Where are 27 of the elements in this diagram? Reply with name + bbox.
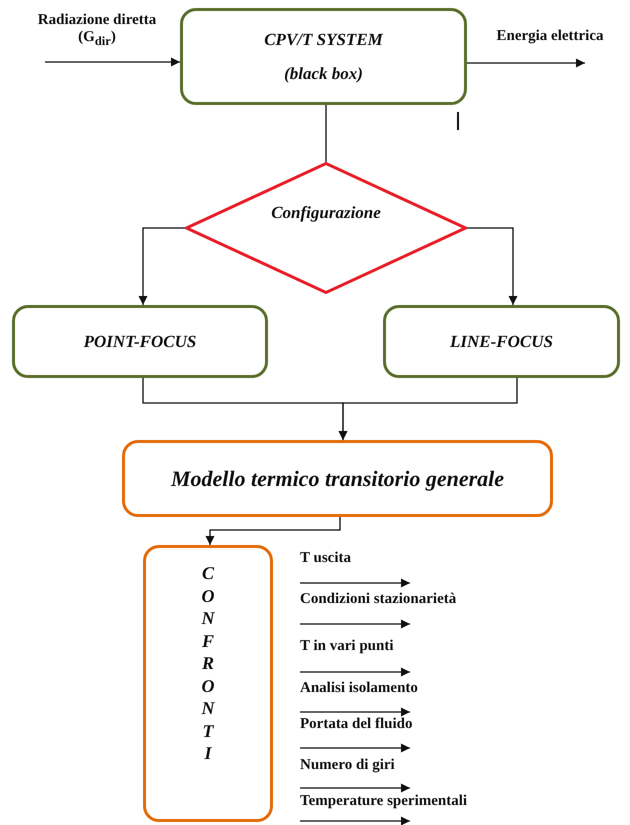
box-text: POINT-FOCUS bbox=[84, 332, 196, 352]
output-label: T uscita bbox=[300, 550, 351, 567]
edge-label: Energia elettrica bbox=[495, 28, 605, 45]
connector-arrow bbox=[206, 517, 341, 545]
output-label: T in vari punti bbox=[300, 638, 394, 655]
connector-arrow bbox=[467, 227, 518, 305]
process-box bbox=[180, 8, 467, 105]
connector-arrow bbox=[138, 227, 185, 305]
box-text: (black box) bbox=[284, 64, 363, 84]
output-label: Condizioni stazionarietà bbox=[300, 591, 456, 608]
process-box bbox=[122, 440, 553, 517]
connector-arrow bbox=[45, 58, 180, 66]
output-label: Temperature sperimentali bbox=[300, 793, 468, 810]
output-label: Portata del fluido bbox=[300, 716, 412, 733]
vertical-text: CONFRONTI bbox=[200, 562, 216, 764]
output-label: Numero di giri bbox=[300, 757, 395, 774]
process-box bbox=[383, 305, 620, 378]
box-text: CPV/T SYSTEM bbox=[264, 30, 383, 50]
output-label: Analisi isolamento bbox=[300, 680, 418, 697]
process-box bbox=[143, 545, 273, 822]
process-box bbox=[12, 305, 268, 378]
box-text: Modello termico transitorio generale bbox=[170, 466, 504, 492]
connector-arrow bbox=[467, 58, 585, 68]
box-text: LINE-FOCUS bbox=[450, 332, 553, 352]
edge-label: Radiazione diretta (G$_{dir}$) bbox=[36, 12, 158, 49]
connector-arrow bbox=[338, 378, 518, 440]
decision-text: Configurazione bbox=[271, 203, 381, 223]
